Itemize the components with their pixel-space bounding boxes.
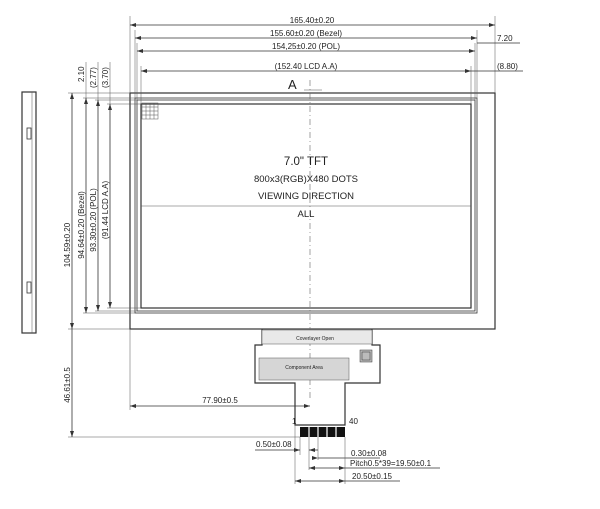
dim-bezel-width: 155.60±0.20 (Bezel): [270, 29, 342, 38]
dim-pol-width: 154,25±0.20 (POL): [272, 42, 340, 51]
panel-resolution: 800x3(RGB)X480 DOTS: [254, 174, 358, 185]
panel-title: 7.0" TFT: [284, 156, 328, 168]
pin-last-label: 40: [349, 417, 358, 426]
dim-fpc-length: 46.61±0.5: [63, 367, 72, 403]
contact-pads: [300, 427, 345, 437]
coverlayer-label: Coverlayer Open: [296, 336, 334, 342]
polarizer-outline: [136, 99, 476, 312]
left-dimensions: 2.10 (2.77) (3.70) 104.59±0.20 94.64±0.2…: [63, 62, 300, 438]
bezel-outline: [134, 97, 478, 314]
side-view-tab-bottom: [26, 281, 32, 294]
side-view-tab-top: [26, 127, 32, 140]
dim-lcd-aa-width: (152.40 LCD A.A): [275, 62, 338, 71]
dim-outline-width: 165.40±0.20: [290, 16, 335, 25]
bottom-dimensions: 77.90±0.5 0.50±0.08 0.30±0.08 Pitch0.5*3…: [129, 329, 440, 484]
side-view: [21, 91, 37, 334]
dim-fpc-center-offset: 77.90±0.5: [202, 396, 238, 405]
viewing-direction-value: ALL: [298, 209, 315, 220]
section-marker: A: [288, 77, 297, 92]
fpc-alignment-mark: [359, 349, 373, 363]
dim-pitch: Pitch0.5*39=19.50±0.1: [350, 459, 432, 468]
dim-top-offset-3: (3.70): [101, 67, 110, 88]
dim-pin-gap: 0.30±0.08: [351, 449, 387, 458]
dim-right-offset-2: (8.80): [497, 62, 518, 71]
dim-right-offset-1: 7.20: [497, 34, 513, 43]
side-view-outline: [21, 91, 37, 334]
fpc-tail: Coverlayer Open Component Area 1 40: [254, 329, 381, 437]
viewing-direction-label: VIEWING DIRECTION: [258, 191, 354, 202]
dim-top-offset-1: 2.10: [77, 66, 86, 82]
top-dimensions: 165.40±0.20 155.60±0.20 (Bezel) 154,25±0…: [129, 16, 523, 104]
coverlayer-open-area: [261, 329, 373, 345]
dim-outline-height: 104.59±0.20: [63, 222, 72, 267]
dim-bezel-height: 94.64±0.20 (Bezel): [77, 191, 86, 259]
dim-connector-width: 20.50±0.15: [352, 472, 393, 481]
component-area: [258, 357, 350, 381]
component-label: Component Area: [285, 365, 323, 371]
pixel-grid-detail: [141, 102, 159, 120]
fpc-outline: [254, 329, 381, 426]
panel-front-view: A 7.0" TFT 800x3(RGB)X480 DOTS VIEWING D…: [129, 77, 496, 400]
dim-pol-height: 93.30±0.20 (POL): [89, 188, 98, 252]
dim-pin-width: 0.50±0.08: [256, 440, 292, 449]
dim-lcd-aa-height: (91.44 LCD A.A): [101, 181, 110, 240]
panel-outline: [129, 92, 496, 330]
pin-first-label: 1: [292, 417, 297, 426]
dim-top-offset-2: (2.77): [89, 67, 98, 88]
